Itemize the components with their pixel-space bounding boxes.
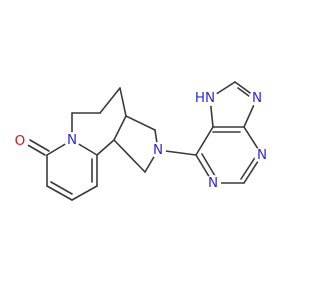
bond bbox=[25, 143, 46, 156]
bond bbox=[71, 185, 98, 201]
bonds bbox=[25, 81, 263, 201]
purine-hydrogen-9-label: H bbox=[195, 90, 205, 106]
bond bbox=[99, 87, 121, 114]
purine-nitrogen-1-label: N bbox=[208, 175, 218, 191]
label-backdrop bbox=[11, 132, 29, 150]
bond bbox=[240, 155, 257, 180]
bond bbox=[96, 139, 115, 156]
molecule-structure: O N N N N N N H bbox=[11, 81, 270, 201]
bond bbox=[195, 126, 214, 156]
bond bbox=[29, 139, 50, 152]
label-backdrop bbox=[202, 90, 218, 106]
bond bbox=[50, 181, 73, 195]
purine-nitrogen-7-label: N bbox=[252, 90, 262, 106]
pyridone-nitrogen-label: N bbox=[67, 132, 77, 148]
bridge-amine-nitrogen-label: N bbox=[153, 142, 163, 158]
purine-nitrogen-3-label: N bbox=[257, 147, 267, 163]
bond bbox=[46, 185, 73, 201]
label-backdrop bbox=[150, 142, 166, 158]
bond bbox=[119, 87, 127, 117]
label-backdrop bbox=[64, 132, 80, 148]
atom-labels: O N N N N N N H bbox=[11, 90, 270, 191]
purine-nitrogen-9-label: N bbox=[205, 90, 215, 106]
label-backdrop bbox=[254, 147, 270, 163]
bond bbox=[201, 153, 216, 177]
label-backdrop bbox=[205, 175, 221, 191]
label-backdrop bbox=[249, 90, 265, 106]
bond bbox=[113, 139, 146, 173]
bond bbox=[125, 115, 156, 131]
label-backdrop bbox=[194, 92, 206, 104]
bond bbox=[113, 115, 127, 141]
oxygen-atom-label: O bbox=[15, 133, 26, 149]
